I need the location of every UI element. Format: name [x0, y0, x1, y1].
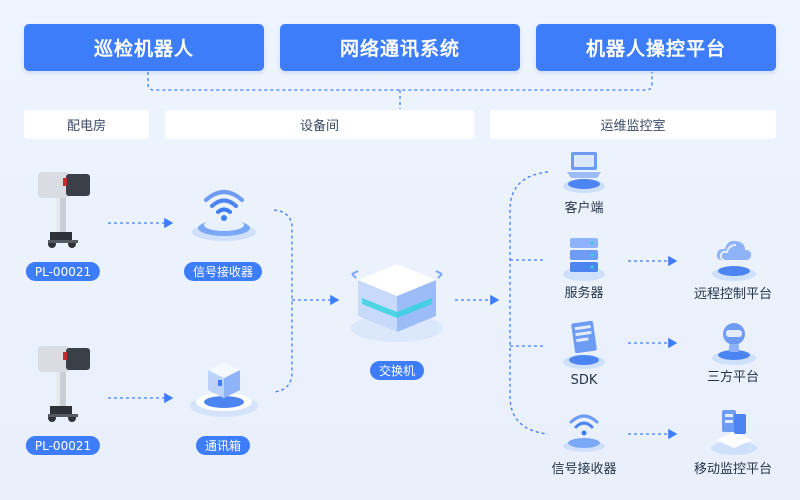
sdk-document-icon: [563, 320, 605, 369]
signal-receiver-2-label: 信号接收器: [551, 462, 617, 477]
comm-box-icon: [190, 362, 258, 417]
bracket-to-switch: [273, 209, 293, 393]
switch-icon: [351, 264, 443, 342]
inspection-robot-icon: [38, 346, 90, 422]
server-label: 服务器: [564, 286, 604, 301]
client-label: 客户端: [564, 201, 604, 216]
cloud-platform-icon: [712, 240, 756, 281]
comm-box-badge: 通讯箱: [195, 436, 251, 455]
robot-avatar-icon: [712, 323, 756, 365]
right-bracket: [509, 171, 549, 435]
zone-equipment-room: 设备间: [165, 110, 474, 139]
network-header-button[interactable]: 网络通讯系统: [280, 24, 520, 71]
robot-1-id-badge: PL-00021: [25, 262, 101, 281]
signal-receiver-icon: [563, 414, 605, 452]
top-bracket-line: [147, 72, 653, 91]
inspection-robot-icon: [38, 172, 90, 248]
client-laptop-icon: [563, 152, 605, 193]
mobile-platform-label: 移动监控平台: [693, 462, 773, 477]
sdk-label: SDK: [570, 373, 598, 388]
zone-monitor-room: 运维监控室: [490, 110, 776, 139]
mobile-monitor-icon: [711, 410, 757, 455]
platform-header-button[interactable]: 机器人操控平台: [536, 24, 776, 71]
robot-2-id-badge: PL-00021: [25, 436, 101, 455]
zone-power-room: 配电房: [24, 110, 149, 139]
robot-header-button[interactable]: 巡检机器人: [24, 24, 264, 71]
remote-platform-label: 远程控制平台: [693, 287, 773, 302]
signal-receiver-icon: [192, 190, 256, 241]
signal-receiver-badge: 信号接收器: [183, 262, 263, 281]
third-party-label: 三方平台: [706, 370, 760, 385]
server-icon: [563, 238, 605, 281]
switch-badge: 交换机: [369, 361, 425, 380]
